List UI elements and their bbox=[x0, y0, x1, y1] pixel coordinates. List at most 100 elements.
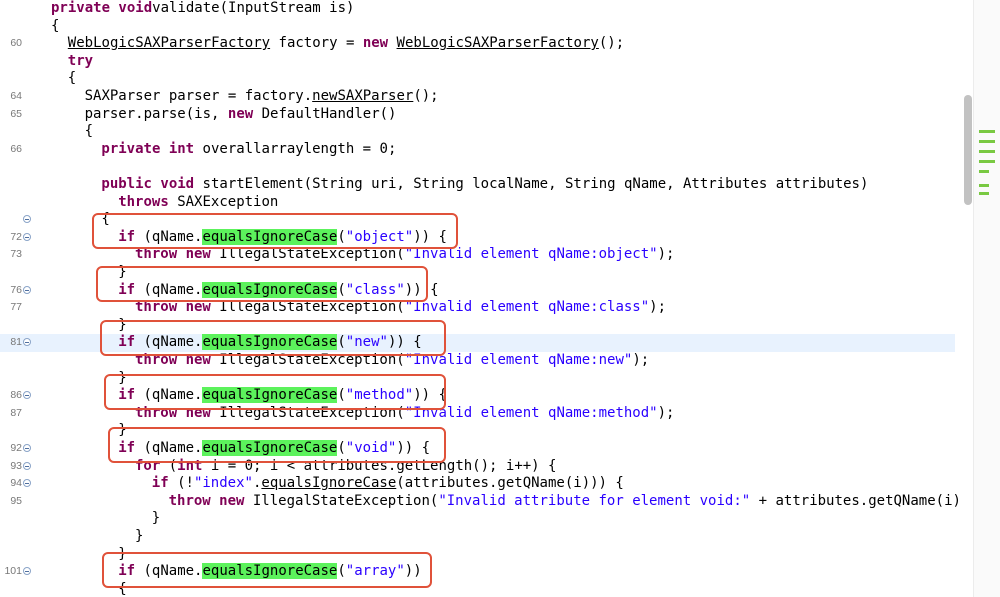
code-text[interactable]: try bbox=[68, 53, 93, 71]
code-text[interactable]: } bbox=[135, 528, 143, 546]
code-text[interactable]: if (qName.equalsIgnoreCase("void")) { bbox=[118, 440, 430, 458]
code-text[interactable]: { bbox=[68, 70, 76, 88]
code-text: )) bbox=[404, 563, 422, 580]
code-line[interactable]: } bbox=[0, 422, 955, 440]
code-line[interactable]: } bbox=[0, 510, 955, 528]
code-text[interactable]: private int overallarraylength = 0; bbox=[101, 141, 396, 159]
code-line[interactable]: } bbox=[0, 528, 955, 546]
code-line[interactable]: } bbox=[0, 370, 955, 388]
code-text[interactable]: } bbox=[118, 422, 126, 440]
code-text[interactable]: parser.parse(is, new DefaultHandler() bbox=[85, 106, 397, 124]
code-text[interactable]: SAXParser parser = factory.newSAXParser(… bbox=[85, 88, 439, 106]
fold-toggle-icon[interactable] bbox=[23, 338, 31, 347]
code-text[interactable]: throws SAXException bbox=[118, 194, 278, 212]
code-line[interactable]: { bbox=[0, 581, 955, 597]
code-text[interactable]: if (qName.equalsIgnoreCase("class")) { bbox=[118, 281, 439, 300]
code-line[interactable]: throw new IllegalStateException("Invalid… bbox=[0, 352, 955, 370]
string-literal: "method" bbox=[345, 387, 414, 404]
overview-mark[interactable] bbox=[979, 140, 995, 143]
code-text[interactable]: { bbox=[101, 211, 109, 229]
fold-toggle-icon[interactable] bbox=[23, 567, 31, 576]
code-line[interactable]: try bbox=[0, 53, 955, 71]
keyword: private int bbox=[101, 140, 195, 157]
code-line[interactable]: throws SAXException bbox=[0, 194, 955, 212]
code-text: SAXParser parser = factory. bbox=[84, 88, 313, 104]
code-text[interactable]: throw new IllegalStateException("Invalid… bbox=[169, 493, 970, 511]
code-text[interactable]: { bbox=[85, 123, 93, 141]
linked-identifier[interactable]: WebLogicSAXParserFactory bbox=[396, 35, 599, 52]
code-text[interactable]: public void startElement(String uri, Str… bbox=[101, 176, 868, 194]
line-number: 93 bbox=[10, 459, 22, 472]
linked-identifier[interactable]: newSAXParser bbox=[312, 88, 414, 104]
code-text[interactable]: if (qName.equalsIgnoreCase("method")) { bbox=[118, 387, 447, 405]
vertical-scrollbar[interactable] bbox=[962, 0, 974, 597]
code-text[interactable]: private voidvalidate(InputStream is) bbox=[51, 0, 354, 18]
code-line[interactable]: public void startElement(String uri, Str… bbox=[0, 176, 955, 194]
scrollbar-thumb[interactable] bbox=[964, 95, 972, 205]
code-text[interactable]: { bbox=[51, 18, 59, 36]
keyword: try bbox=[67, 52, 94, 69]
code-text[interactable]: } bbox=[152, 510, 160, 528]
code-text[interactable]: { bbox=[118, 581, 126, 597]
fold-toggle-icon[interactable] bbox=[23, 479, 31, 488]
code-text[interactable]: } bbox=[118, 264, 126, 282]
code-line[interactable]: { bbox=[0, 70, 955, 88]
code-text: ( bbox=[337, 228, 346, 245]
highlight-box-new bbox=[100, 320, 446, 356]
code-text: IllegalStateException( bbox=[210, 246, 405, 263]
code-line[interactable]: { bbox=[0, 211, 955, 229]
code-text: { bbox=[421, 281, 439, 298]
code-text: factory = bbox=[270, 35, 363, 52]
overview-mark[interactable] bbox=[979, 150, 995, 153]
code-line[interactable]: private voidvalidate(InputStream is) bbox=[0, 0, 955, 18]
code-text[interactable]: if (qName.equalsIgnoreCase("object")) { bbox=[118, 228, 447, 247]
code-line[interactable]: } bbox=[0, 317, 955, 335]
overview-mark[interactable] bbox=[979, 130, 995, 133]
overview-mark[interactable] bbox=[979, 184, 989, 187]
code-text[interactable]: WebLogicSAXParserFactory factory = new W… bbox=[68, 35, 624, 53]
fold-toggle-icon[interactable] bbox=[23, 461, 31, 470]
linked-identifier[interactable]: WebLogicSAXParserFactory bbox=[67, 35, 271, 52]
fold-toggle-icon[interactable] bbox=[23, 444, 31, 452]
fold-toggle-icon[interactable] bbox=[23, 285, 31, 294]
fold-toggle-icon[interactable] bbox=[23, 232, 31, 241]
linked-identifier[interactable]: equalsIgnoreCase bbox=[261, 475, 397, 492]
fold-toggle-icon[interactable] bbox=[23, 215, 31, 224]
code-text: } bbox=[118, 369, 127, 386]
code-text[interactable]: throw new IllegalStateException("Invalid… bbox=[135, 299, 666, 317]
overview-ruler[interactable] bbox=[973, 0, 1000, 597]
fold-toggle-icon[interactable] bbox=[23, 391, 31, 400]
code-line[interactable]: { bbox=[0, 123, 955, 141]
code-text[interactable]: throw new IllegalStateException("Invalid… bbox=[135, 352, 649, 370]
code-text[interactable]: } bbox=[118, 370, 126, 388]
code-line[interactable]: } bbox=[0, 264, 955, 282]
code-text[interactable]: if (qName.equalsIgnoreCase("new")) { bbox=[118, 334, 422, 352]
code-text[interactable]: if (qName.equalsIgnoreCase("array")) bbox=[118, 563, 422, 581]
code-text[interactable]: } bbox=[118, 317, 126, 335]
code-line[interactable] bbox=[0, 158, 955, 176]
overview-mark[interactable] bbox=[979, 170, 989, 173]
code-line[interactable]: { bbox=[0, 18, 955, 36]
code-text[interactable]: throw new IllegalStateException("Invalid… bbox=[135, 246, 674, 264]
code-text: } bbox=[118, 422, 127, 439]
code-text: IllegalStateException( bbox=[210, 299, 405, 316]
overview-mark[interactable] bbox=[979, 192, 989, 195]
code-text[interactable]: if (!"index".equalsIgnoreCase(attributes… bbox=[152, 475, 624, 493]
code-text: (qName. bbox=[135, 281, 203, 298]
overview-mark[interactable] bbox=[979, 160, 995, 163]
